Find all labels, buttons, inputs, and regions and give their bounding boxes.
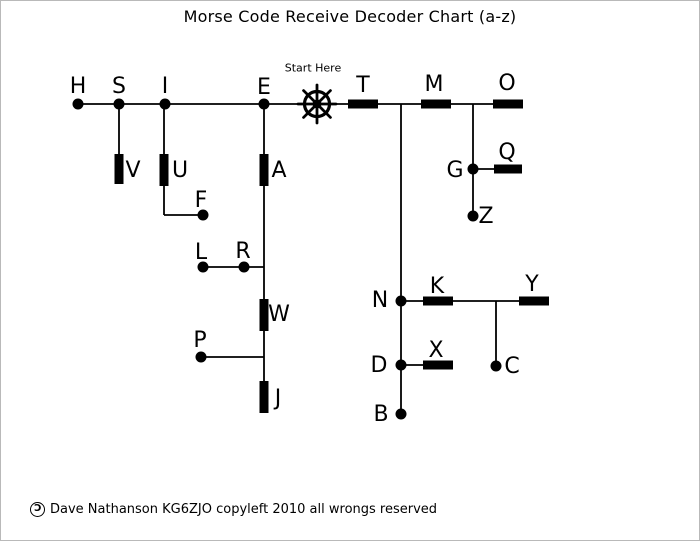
copyleft-glyph: C bbox=[33, 503, 42, 514]
morse-dot-R bbox=[238, 261, 250, 273]
morse-dash-Y bbox=[519, 296, 549, 306]
letter-label-O: O bbox=[498, 71, 515, 96]
footer-text: Dave Nathanson KG6ZJO copyleft 2010 all … bbox=[50, 502, 438, 517]
morse-dash-V bbox=[114, 154, 124, 184]
letter-label-A: A bbox=[271, 158, 286, 183]
morse-dot-N bbox=[395, 295, 407, 307]
letter-label-M: M bbox=[425, 72, 444, 97]
morse-dot-G bbox=[467, 163, 479, 175]
letter-label-N: N bbox=[372, 288, 388, 313]
letter-label-Z: Z bbox=[478, 204, 493, 229]
morse-dash-U bbox=[159, 154, 169, 186]
letter-label-V: V bbox=[125, 158, 140, 183]
morse-dot-S bbox=[113, 98, 125, 110]
morse-dot-D bbox=[395, 359, 407, 371]
morse-dash-W bbox=[259, 299, 269, 331]
morse-dash-O bbox=[493, 99, 523, 109]
morse-dash-T bbox=[348, 99, 378, 109]
page-title: Morse Code Receive Decoder Chart (a-z) bbox=[183, 7, 517, 26]
letter-label-Q: Q bbox=[498, 140, 515, 165]
morse-dash-K bbox=[423, 296, 453, 306]
letter-label-D: D bbox=[371, 353, 388, 378]
letter-label-P: P bbox=[193, 328, 206, 353]
morse-dot-E bbox=[258, 98, 270, 110]
morse-dot-C bbox=[490, 360, 502, 372]
letter-label-K: K bbox=[430, 274, 445, 299]
morse-dash-M bbox=[421, 99, 451, 109]
letter-label-G: G bbox=[446, 158, 463, 183]
morse-dot-B bbox=[395, 408, 407, 420]
letter-label-F: F bbox=[195, 188, 208, 213]
letter-label-T: T bbox=[355, 73, 370, 98]
letter-label-X: X bbox=[428, 338, 443, 363]
morse-dash-X bbox=[423, 360, 453, 370]
morse-dot-L bbox=[197, 261, 209, 273]
letter-label-H: H bbox=[70, 74, 87, 99]
letter-label-C: C bbox=[504, 354, 519, 379]
letter-label-R: R bbox=[235, 239, 250, 264]
start-here-label: Start Here bbox=[284, 61, 342, 75]
morse-dot-H bbox=[72, 98, 84, 110]
footer: C Dave Nathanson KG6ZJO copyleft 2010 al… bbox=[30, 502, 437, 517]
morse-dot-P bbox=[195, 351, 207, 363]
morse-dot-Z bbox=[467, 210, 479, 222]
letter-label-W: W bbox=[268, 302, 290, 327]
letter-label-S: S bbox=[112, 74, 126, 99]
morse-dash-A bbox=[259, 154, 269, 186]
copyleft-icon: C bbox=[30, 502, 45, 517]
morse-dash-Q bbox=[494, 164, 522, 174]
letter-label-L: L bbox=[195, 240, 208, 265]
morse-dot-F bbox=[197, 209, 209, 221]
letter-label-B: B bbox=[373, 402, 388, 427]
ships-wheel-start-icon bbox=[296, 83, 338, 125]
morse-dash-J bbox=[259, 381, 269, 413]
letter-label-I: I bbox=[162, 74, 169, 99]
letter-label-J: J bbox=[273, 386, 282, 411]
letter-label-Y: Y bbox=[524, 272, 539, 297]
letter-label-U: U bbox=[172, 158, 188, 183]
letter-label-E: E bbox=[257, 75, 271, 100]
morse-dot-I bbox=[159, 98, 171, 110]
